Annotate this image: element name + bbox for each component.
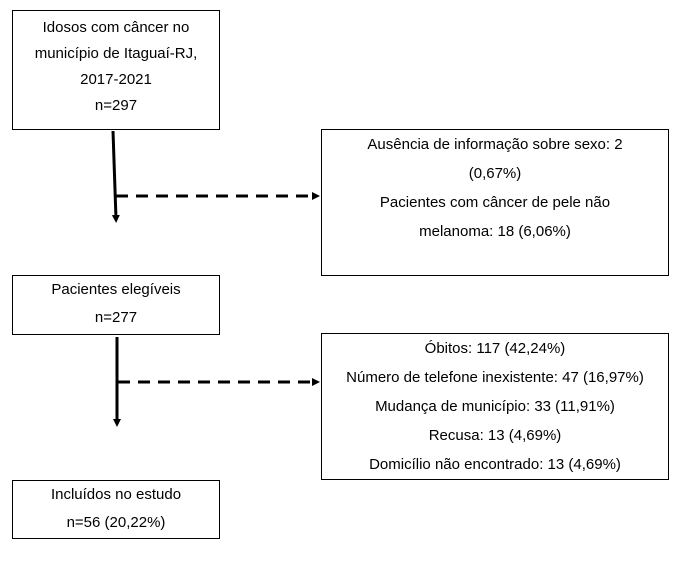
included-box-line: n=56 (20,22%) xyxy=(66,514,166,531)
exclusion-2-line: Número de telefone inexistente: 47 (16,9… xyxy=(346,369,644,386)
included-box: Incluídos no estudo n=56 (20,22%) xyxy=(12,480,220,539)
exclusion-1-line: (0,67%) xyxy=(468,165,522,182)
exclusion-1-line: Ausência de informação sobre sexo: 2 xyxy=(367,136,623,153)
exclusion-box-1: Ausência de informação sobre sexo: 2 (0,… xyxy=(321,129,669,276)
exclusion-2-line: Domicílio não encontrado: 13 (4,69%) xyxy=(369,456,621,473)
start-box-line: 2017-2021 xyxy=(80,71,152,88)
exclusion-box-2: Óbitos: 117 (42,24%) Número de telefone … xyxy=(321,333,669,480)
included-box-line: Incluídos no estudo xyxy=(50,486,182,503)
exclusion-2-line: Recusa: 13 (4,69%) xyxy=(428,427,562,444)
exclusion-2-line: Óbitos: 117 (42,24%) xyxy=(424,340,566,357)
exclusion-1-line: melanoma: 18 (6,06%) xyxy=(419,223,571,240)
eligible-box: Pacientes elegíveis n=277 xyxy=(12,275,220,335)
start-box-line: n=297 xyxy=(94,97,138,114)
exclusion-1-line: Pacientes com câncer de pele não xyxy=(379,194,611,211)
start-box-line: município de Itaguaí-RJ, xyxy=(34,45,198,62)
eligible-box-line: n=277 xyxy=(94,309,138,326)
start-box-line: Idosos com câncer no xyxy=(42,19,190,36)
start-box: Idosos com câncer no município de Itagua… xyxy=(12,10,220,130)
exclusion-2-line: Mudança de município: 33 (11,91%) xyxy=(375,398,615,415)
down-arrow-1 xyxy=(111,130,120,223)
eligible-box-line: Pacientes elegíveis xyxy=(51,281,181,298)
